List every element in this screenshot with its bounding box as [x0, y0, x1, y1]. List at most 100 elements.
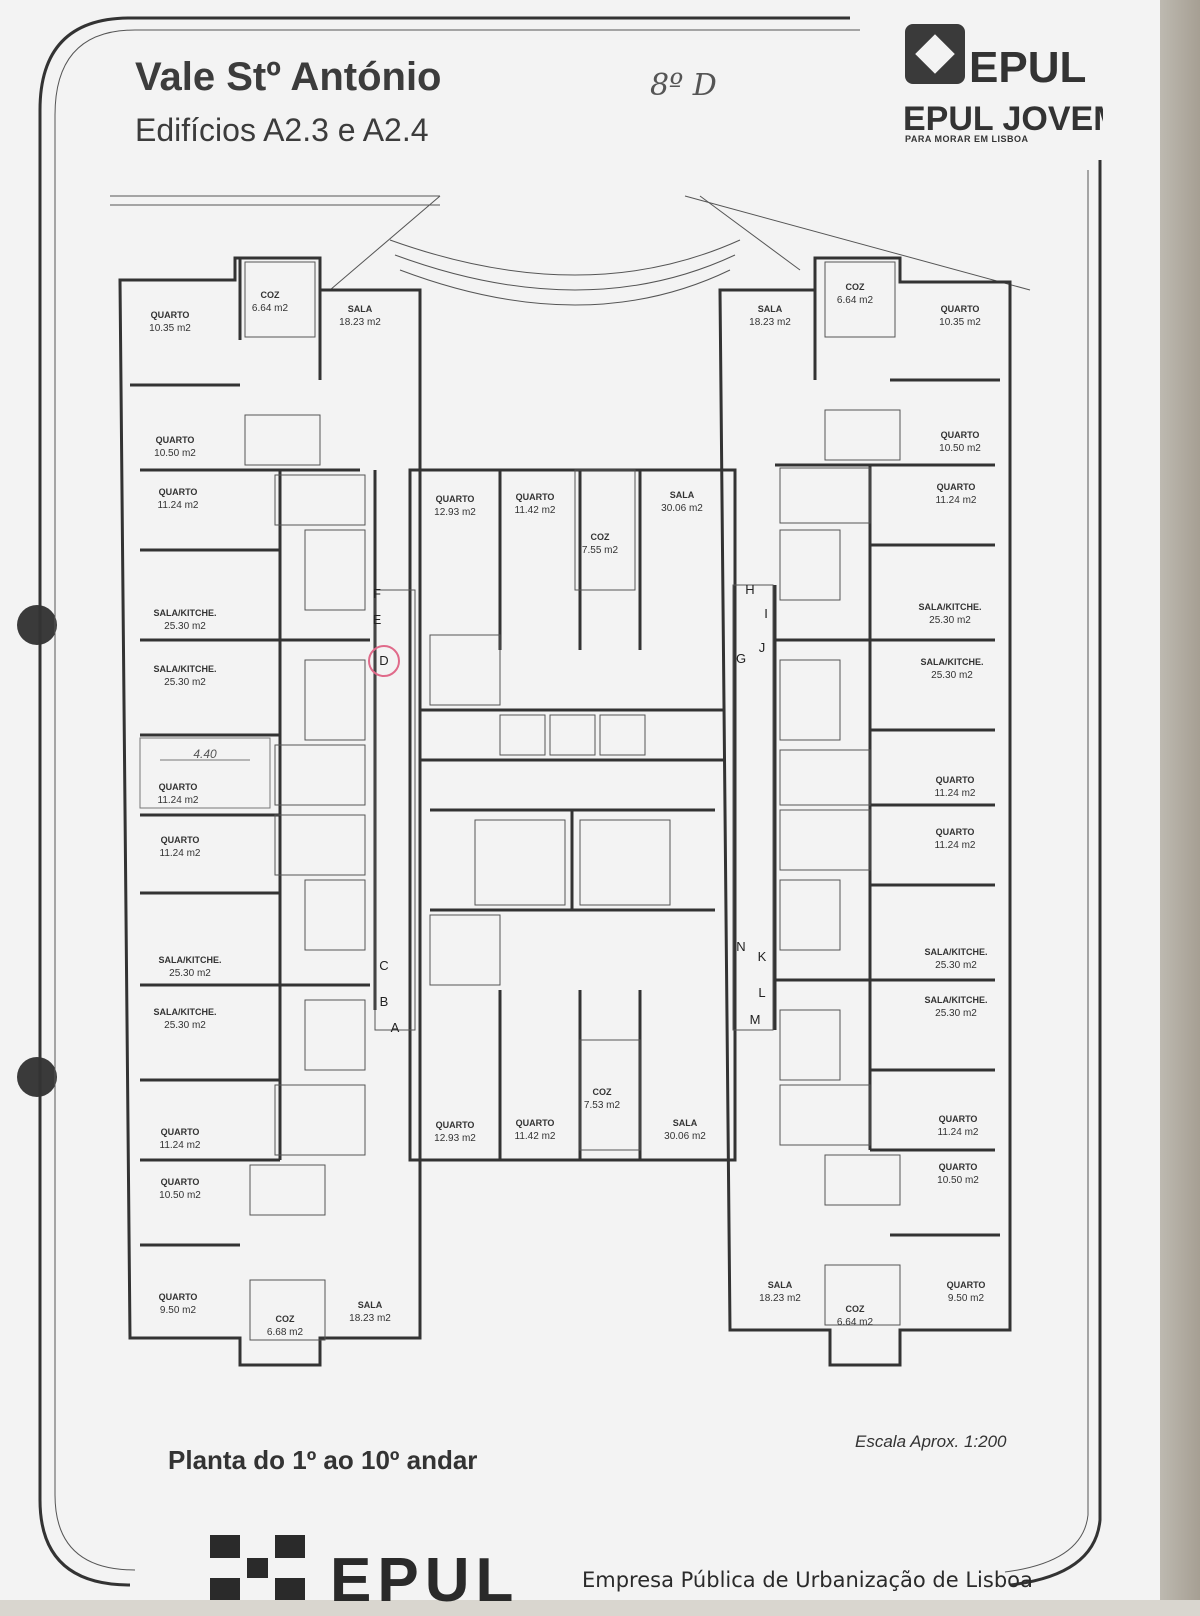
room-area-label: 10.50 m2 [154, 448, 196, 459]
page-frame-right-inner [1004, 170, 1089, 1573]
room-area-label: 11.24 m2 [935, 840, 976, 851]
room-name-label: COZ [593, 1087, 613, 1097]
room-area-label: 11.24 m2 [935, 788, 976, 799]
room-area-label: 10.35 m2 [149, 323, 191, 334]
punch-hole [17, 605, 57, 645]
binder-edge [1160, 0, 1200, 1600]
unit-letter-K: K [758, 949, 767, 964]
room-area-label: 18.23 m2 [349, 1313, 391, 1324]
punch-hole [17, 1057, 57, 1097]
room-area-label: 12.93 m2 [434, 1133, 476, 1144]
room-area-label: 25.30 m2 [935, 1008, 977, 1019]
unit-letter-H: H [745, 582, 754, 597]
room-name-label: SALA [768, 1280, 793, 1290]
unit-letter-B: B [380, 994, 389, 1009]
room-area-label: 18.23 m2 [339, 317, 381, 328]
room-area-label: 11.24 m2 [160, 1140, 201, 1151]
page-title: Vale Stº António [135, 55, 442, 99]
logo-tagline: PARA MORAR EM LISBOA [905, 134, 1029, 144]
room-name-label: COZ [846, 1304, 866, 1314]
room-name-label: QUARTO [161, 835, 200, 845]
room-name-label: QUARTO [941, 430, 980, 440]
unit-letter-I: I [764, 606, 768, 621]
right-corridor [732, 584, 774, 1031]
room-area-label: 6.64 m2 [837, 295, 874, 306]
room-area-label: 10.50 m2 [159, 1190, 201, 1201]
room-area-label: 18.23 m2 [749, 317, 791, 328]
room-area-label: 30.06 m2 [661, 503, 703, 514]
room-name-label: QUARTO [936, 827, 975, 837]
footer-brand: EPUL [330, 1546, 520, 1615]
room-name-label: SALA/KITCHE. [925, 995, 988, 1005]
page-frame-right [1009, 160, 1102, 1587]
room-name-label: COZ [276, 1314, 296, 1324]
unit-letter-N: N [736, 939, 745, 954]
room-area-label: 11.42 m2 [515, 505, 556, 516]
room-area-label: 30.06 m2 [664, 1131, 706, 1142]
room-area-label: 25.30 m2 [164, 1020, 206, 1031]
room-name-label: QUARTO [947, 1280, 986, 1290]
room-area-label: 6.64 m2 [837, 1317, 874, 1328]
room-name-label: SALA/KITCHE. [154, 1007, 217, 1017]
room-name-label: QUARTO [516, 1118, 555, 1128]
room-area-label: 11.24 m2 [938, 1127, 979, 1138]
room-area-label: 25.30 m2 [929, 615, 971, 626]
left-wing-wet-areas [244, 261, 366, 1341]
room-name-label: QUARTO [436, 1120, 475, 1130]
footer-logo-mark-icon [210, 1535, 305, 1600]
canopy-line [684, 195, 1031, 291]
room-area-label: 11.24 m2 [160, 848, 201, 859]
room-name-label: QUARTO [939, 1114, 978, 1124]
room-name-label: QUARTO [937, 482, 976, 492]
room-name-label: QUARTO [161, 1177, 200, 1187]
logo-brand-top: EPUL [969, 43, 1086, 92]
epul-jovem-logo: EPUL EPUL JOVEM3 [903, 24, 1103, 138]
unit-letter-L: L [758, 985, 765, 1000]
room-area-label: 25.30 m2 [931, 670, 973, 681]
room-area-label: 10.35 m2 [939, 317, 981, 328]
unit-letter-E: E [373, 612, 382, 627]
room-area-label: 11.42 m2 [515, 1131, 556, 1142]
room-area-label: 25.30 m2 [164, 621, 206, 632]
unit-letter-J: J [759, 640, 766, 655]
room-name-label: COZ [846, 282, 866, 292]
room-name-label: SALA/KITCHE. [925, 947, 988, 957]
room-name-label: COZ [591, 532, 611, 542]
canopy-arc [394, 254, 736, 291]
centre-stairs [429, 469, 671, 1151]
logo-mark-diamond [915, 34, 955, 74]
unit-letter-D: D [379, 653, 388, 668]
left-wing-outline [118, 256, 422, 1367]
room-name-label: QUARTO [151, 310, 190, 320]
scale-label: Escala Aprox. 1:200 [855, 1432, 1007, 1451]
unit-letter-M: M [750, 1012, 761, 1027]
room-name-label: QUARTO [156, 435, 195, 445]
room-area-label: 11.24 m2 [936, 495, 977, 506]
room-name-label: QUARTO [516, 492, 555, 502]
handwritten-dimension-box [139, 737, 271, 809]
room-area-label: 11.24 m2 [158, 795, 199, 806]
room-area-label: 12.93 m2 [434, 507, 476, 518]
page-frame-inner [54, 29, 860, 1571]
right-wing-outline [718, 256, 1012, 1367]
room-name-label: QUARTO [436, 494, 475, 504]
room-area-label: 18.23 m2 [759, 1293, 801, 1304]
room-name-label: QUARTO [159, 487, 198, 497]
room-area-label: 11.24 m2 [158, 500, 199, 511]
canopy-arc [389, 239, 741, 276]
room-area-label: 25.30 m2 [169, 968, 211, 979]
room-area-label: 10.50 m2 [937, 1175, 979, 1186]
room-name-label: QUARTO [159, 782, 198, 792]
logo-brand: EPUL JOVEM3 [903, 100, 1103, 138]
room-area-label: 7.53 m2 [584, 1100, 621, 1111]
room-area-label: 9.50 m2 [948, 1293, 985, 1304]
room-area-label: 25.30 m2 [935, 960, 977, 971]
footer-company-name: Empresa Pública de Urbanização de Lisboa [582, 1568, 1033, 1592]
unit-letter-C: C [379, 958, 388, 973]
unit-letter-F: F [373, 586, 381, 601]
room-name-label: QUARTO [936, 775, 975, 785]
room-name-label: SALA [358, 1300, 383, 1310]
room-name-label: SALA [670, 490, 695, 500]
